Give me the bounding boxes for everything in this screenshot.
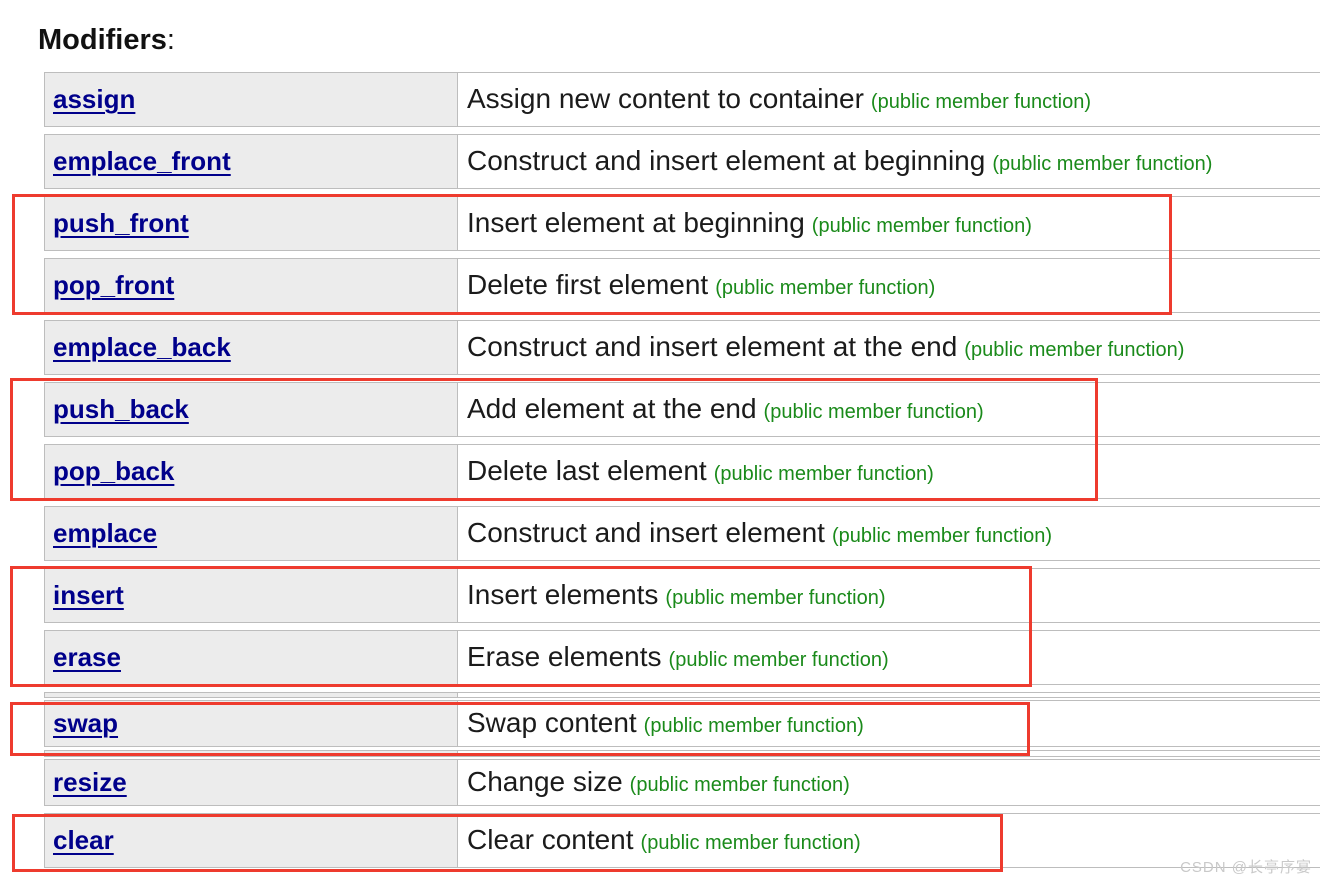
- function-description: Insert element at beginning: [467, 207, 805, 238]
- function-name-cell: clear: [45, 814, 458, 867]
- function-link[interactable]: pop_back: [53, 456, 175, 486]
- function-link[interactable]: push_back: [53, 394, 189, 424]
- function-description-cell: Assign new content to container (public m…: [458, 73, 1320, 126]
- partial-row-left-cell: [45, 751, 458, 756]
- function-description: Clear content: [467, 824, 634, 855]
- table-row: push_front Insert element at beginning (p…: [44, 196, 1320, 251]
- page-title-colon: :: [166, 24, 175, 56]
- table-row: emplace_back Construct and insert elemen…: [44, 320, 1320, 375]
- member-function-note: (public member function): [643, 715, 864, 737]
- member-function-note: (public member function): [668, 649, 889, 671]
- function-name-cell: resize: [45, 760, 458, 805]
- function-description-cell: Change size (public member function): [458, 760, 1320, 805]
- function-description-cell: Erase elements (public member function): [458, 631, 1320, 684]
- member-function-note: (public member function): [763, 401, 984, 423]
- function-name-cell: pop_back: [45, 445, 458, 498]
- function-description: Delete first element: [467, 269, 709, 300]
- member-function-note: (public member function): [715, 277, 936, 299]
- function-description-cell: Insert elements (public member function): [458, 569, 1320, 622]
- function-description: Assign new content to container: [467, 83, 864, 114]
- table-row: insert Insert elements (public member fun…: [44, 568, 1320, 623]
- table-row: resize Change size (public member functio…: [44, 759, 1320, 806]
- function-link[interactable]: clear: [53, 825, 114, 855]
- function-description-cell: Delete first element (public member funct…: [458, 259, 1320, 312]
- function-description-cell: Construct and insert element at the end (…: [458, 321, 1320, 374]
- partial-row-right-cell: [458, 751, 1320, 756]
- function-link[interactable]: emplace_front: [53, 146, 231, 176]
- function-name-cell: emplace: [45, 507, 458, 560]
- function-description-cell: Add element at the end (public member fun…: [458, 383, 1320, 436]
- function-description: Delete last element: [467, 455, 707, 486]
- function-link[interactable]: push_front: [53, 208, 189, 238]
- member-function-note: (public member function): [992, 153, 1213, 175]
- page-title: Modifiers:: [38, 24, 175, 57]
- function-name-cell: emplace_front: [45, 135, 458, 188]
- function-description: Construct and insert element at beginnin…: [467, 145, 986, 176]
- partial-row: [44, 750, 1320, 757]
- function-description-cell: Construct and insert element (public memb…: [458, 507, 1320, 560]
- function-name-cell: push_back: [45, 383, 458, 436]
- partial-row-left-cell: [45, 693, 458, 697]
- function-description: Construct and insert element: [467, 517, 825, 548]
- function-description: Add element at the end: [467, 393, 757, 424]
- member-function-note: (public member function): [964, 339, 1185, 361]
- function-link[interactable]: resize: [53, 767, 127, 797]
- function-description: Change size: [467, 766, 623, 797]
- function-description-cell: Insert element at beginning (public membe…: [458, 197, 1320, 250]
- function-link[interactable]: insert: [53, 580, 124, 610]
- member-function-note: (public member function): [640, 832, 861, 854]
- function-link[interactable]: erase: [53, 642, 121, 672]
- function-description-cell: Swap content (public member function): [458, 701, 1320, 746]
- member-function-note: (public member function): [811, 215, 1032, 237]
- table-row: erase Erase elements (public member funct…: [44, 630, 1320, 685]
- function-description: Insert elements: [467, 579, 659, 610]
- function-link[interactable]: swap: [53, 708, 119, 738]
- member-function-note: (public member function): [629, 774, 850, 796]
- function-link[interactable]: emplace_back: [53, 332, 231, 362]
- page-title-text: Modifiers: [38, 24, 167, 56]
- function-name-cell: insert: [45, 569, 458, 622]
- function-description: Erase elements: [467, 641, 662, 672]
- function-link[interactable]: assign: [53, 84, 136, 114]
- function-name-cell: emplace_back: [45, 321, 458, 374]
- member-function-note: (public member function): [831, 525, 1053, 547]
- member-function-note: (public member function): [870, 91, 1092, 113]
- member-function-note: (public member function): [713, 463, 934, 485]
- function-name-cell: swap: [45, 701, 458, 746]
- partial-row-right-cell: [458, 693, 1320, 697]
- function-link[interactable]: pop_front: [53, 270, 175, 300]
- table-row: pop_front Delete first element (public me…: [44, 258, 1320, 313]
- function-description-cell: Construct and insert element at beginnin…: [458, 135, 1320, 188]
- partial-row: [44, 692, 1320, 698]
- table-row: clear Clear content (public member functi…: [44, 813, 1320, 868]
- member-function-note: (public member function): [665, 587, 886, 609]
- function-description-cell: Delete last element (public member functi…: [458, 445, 1320, 498]
- function-description: Construct and insert element at the end: [467, 331, 958, 362]
- watermark: CSDN @长亭序宴: [1180, 859, 1312, 876]
- function-description: Swap content: [467, 707, 637, 738]
- table-row: pop_back Delete last element (public memb…: [44, 444, 1320, 499]
- table-row: emplace Construct and insert element (pub…: [44, 506, 1320, 561]
- function-name-cell: assign: [45, 73, 458, 126]
- table-row: push_back Add element at the end (public …: [44, 382, 1320, 437]
- function-name-cell: pop_front: [45, 259, 458, 312]
- table-row: swap Swap content (public member function…: [44, 700, 1320, 747]
- function-description-cell: Clear content (public member function): [458, 814, 1320, 867]
- table-row: emplace_front Construct and insert eleme…: [44, 134, 1320, 189]
- function-name-cell: erase: [45, 631, 458, 684]
- function-name-cell: push_front: [45, 197, 458, 250]
- function-link[interactable]: emplace: [53, 518, 158, 548]
- table-row: assign Assign new content to container (p…: [44, 72, 1320, 127]
